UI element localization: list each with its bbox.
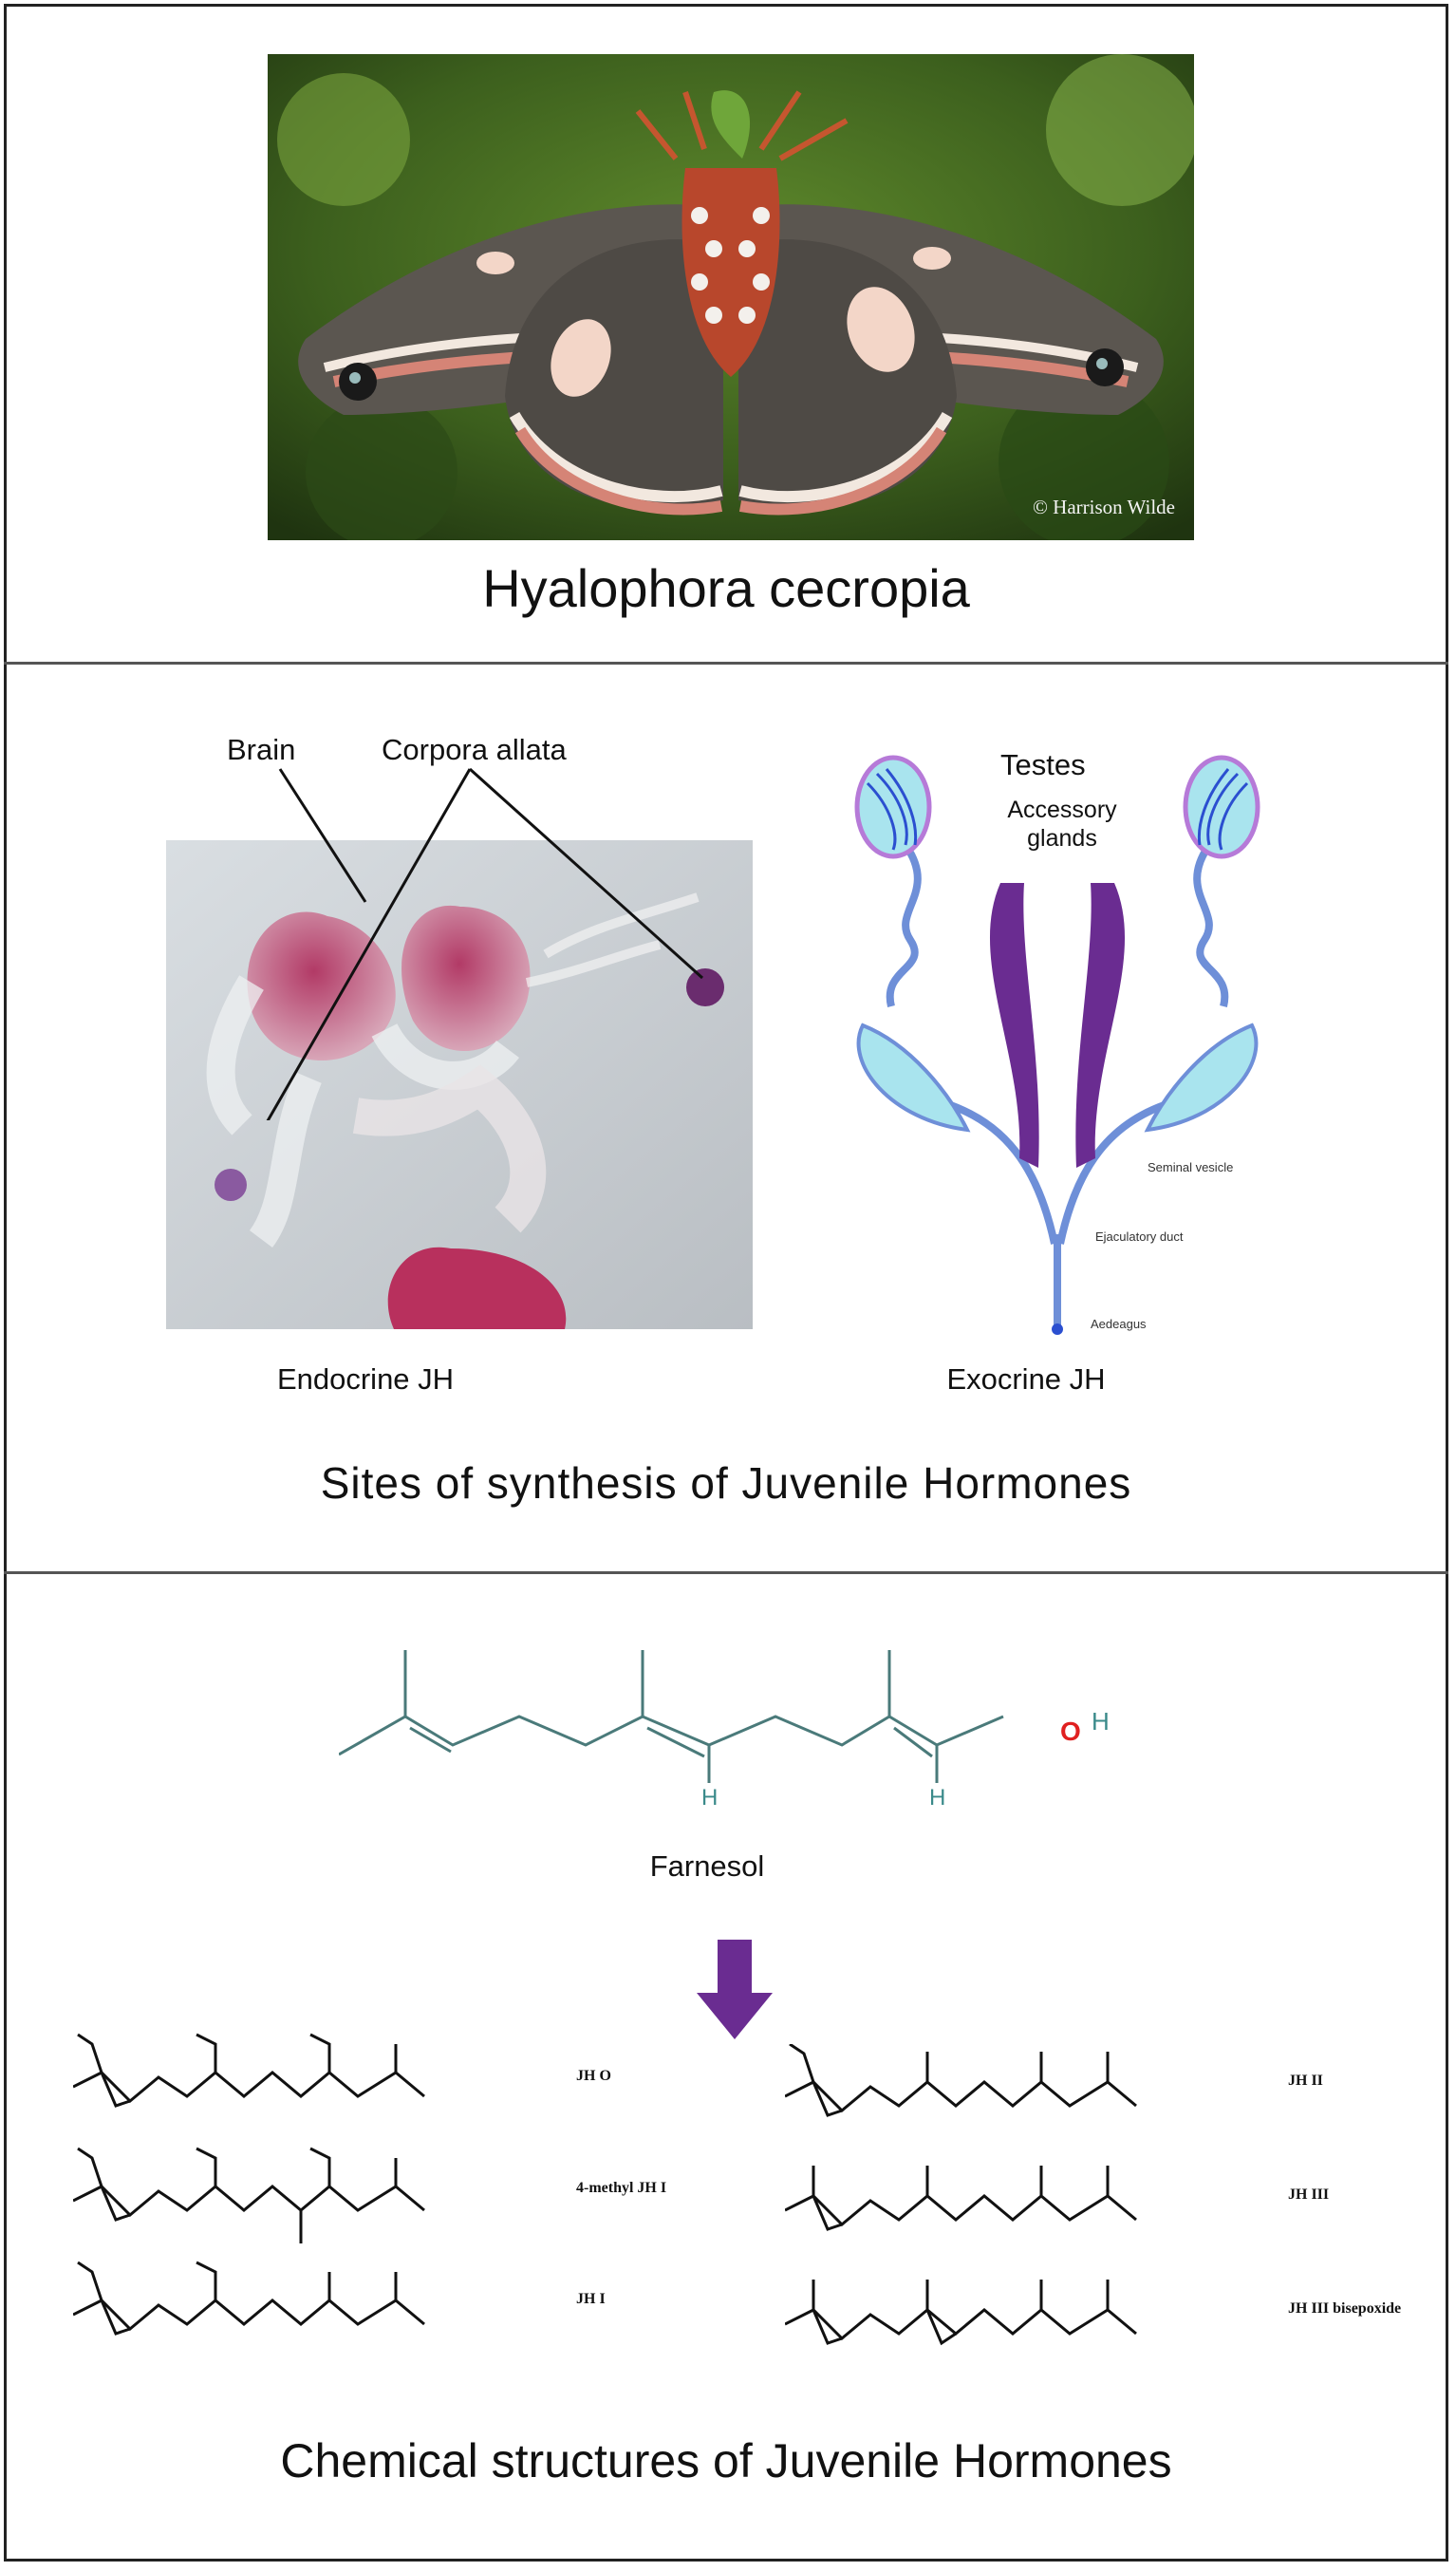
label-accessory-glands-line1: Accessory <box>1007 797 1117 823</box>
caption-chemical-structures: Chemical structures of Juvenile Hormones <box>280 2434 1172 2487</box>
farnesol-oxygen: O <box>1060 1717 1081 1746</box>
farnesol-structure <box>339 1650 1004 1783</box>
farnesol-hydroxyl-hydrogen: H <box>1092 1707 1110 1736</box>
brain-corpora-allata-photo <box>166 840 753 1329</box>
jh-0-label: JH O <box>576 2068 611 2084</box>
4-methyl-jh-i-structure <box>73 2147 425 2243</box>
caption-sites-of-synthesis: Sites of synthesis of Juvenile Hormones <box>320 1458 1132 1508</box>
male-reproductive-diagram: Testes Accessory glands Seminal vesicle … <box>834 748 1280 1343</box>
jh-ii-structure <box>785 2044 1137 2117</box>
farnesol-hydrogen-2: H <box>929 1785 946 1811</box>
caption-endocrine-jh: Endocrine JH <box>276 1362 455 1396</box>
label-aedeagus: Aedeagus <box>1091 1317 1147 1331</box>
down-arrow-icon <box>697 1940 773 2039</box>
caption-exocrine-jh: Exocrine JH <box>946 1362 1106 1396</box>
label-testes: Testes <box>1000 748 1086 781</box>
panel-chemical-structures: O H H H Farnesol JH O 4-methyl JH I JH I <box>7 1574 1446 2557</box>
label-ejaculatory-duct: Ejaculatory duct <box>1095 1229 1184 1244</box>
jh-ii-label: JH II <box>1288 2073 1323 2089</box>
jh-iii-bisepoxide-structure <box>785 2280 1137 2346</box>
figure-frame <box>4 4 1448 2562</box>
label-brain: Brain <box>227 733 296 766</box>
panel-moth: © Harrison Wilde Hyalophora cecropia <box>7 7 1446 662</box>
label-seminal-vesicle: Seminal vesicle <box>1148 1160 1234 1174</box>
label-corpora-allata: Corpora allata <box>382 733 567 766</box>
panel-divider-2 <box>4 1571 1448 1574</box>
farnesol-hydrogen-1: H <box>701 1785 719 1811</box>
panel-divider-1 <box>4 662 1448 665</box>
jh-i-structure <box>73 2261 425 2336</box>
jh-iii-bisepoxide-label: JH III bisepoxide <box>1288 2300 1402 2317</box>
label-accessory-glands: Accessory glands <box>981 796 1143 853</box>
jh-iii-label: JH III <box>1288 2186 1330 2203</box>
leader-lines <box>266 767 704 1120</box>
jh-0-structure <box>73 2033 425 2108</box>
cecropia-moth-photo: © Harrison Wilde <box>268 54 1194 540</box>
jh-i-label: JH I <box>576 2291 606 2307</box>
4-methyl-jh-i-label: 4-methyl JH I <box>576 2180 667 2196</box>
caption-hyalophora-cecropia: Hyalophora cecropia <box>482 558 970 618</box>
label-accessory-glands-line2: glands <box>1027 825 1097 852</box>
caption-farnesol: Farnesol <box>649 1849 765 1883</box>
photo-credit: © Harrison Wilde <box>1032 496 1175 518</box>
panel-synthesis-sites: Brain Corpora allata End <box>7 665 1446 1571</box>
jh-iii-structure <box>785 2166 1137 2231</box>
